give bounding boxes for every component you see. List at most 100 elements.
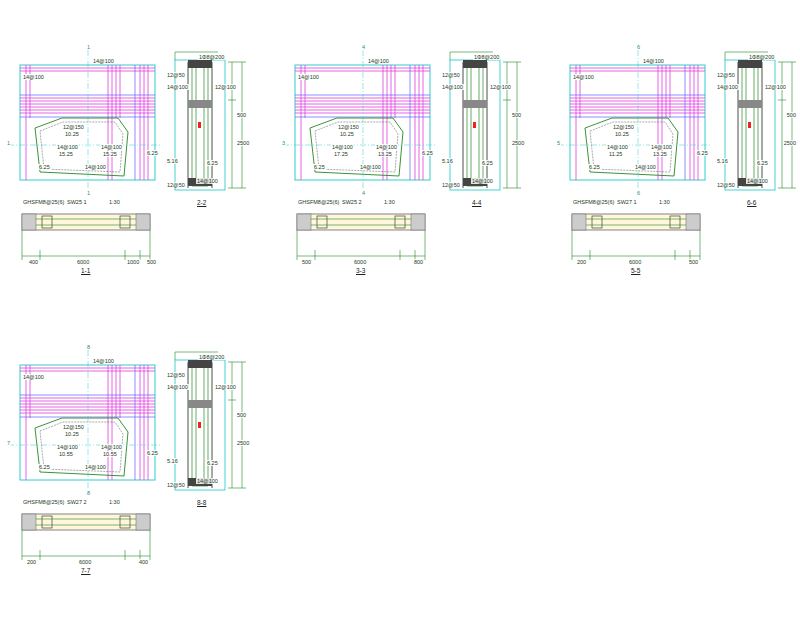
rebar-label: 5.16 bbox=[441, 158, 454, 164]
rebar-label: 14@100 bbox=[196, 478, 219, 484]
rebar-label: 6.25 bbox=[146, 450, 159, 456]
rebar-label: 14@100 bbox=[606, 144, 629, 150]
rebar-label: 17.25 bbox=[333, 151, 349, 157]
rebar-label: 14@100 bbox=[166, 84, 189, 90]
rebar-label: 14@100 bbox=[22, 74, 45, 80]
rebar-label: 14@100 bbox=[650, 144, 673, 150]
rebar-label: 12@50 bbox=[166, 72, 186, 78]
rebar-label: 12@100 bbox=[214, 384, 237, 390]
axis-mark: 6 bbox=[636, 190, 641, 196]
rebar-label: 1:30 bbox=[383, 199, 396, 205]
rebar-label: 12@50 bbox=[441, 182, 461, 188]
rebar-label: 14@100 bbox=[642, 58, 665, 64]
detail-panel bbox=[8, 350, 246, 560]
rebar-label: 14@100 bbox=[359, 164, 382, 170]
section-name: 2-2 bbox=[196, 200, 207, 206]
axis-mark: 1 bbox=[86, 44, 91, 50]
rebar-label: 5.16 bbox=[166, 458, 179, 464]
rebar-label: 200 bbox=[26, 559, 37, 565]
axis-mark: 4 bbox=[361, 44, 366, 50]
rebar-label: 13.25 bbox=[652, 151, 668, 157]
section-name: 1-1 bbox=[80, 268, 91, 274]
rebar-label: 2500 bbox=[783, 140, 797, 146]
rebar-label: 12@150 bbox=[612, 124, 635, 130]
rebar-label: GHSFM8@25(6) bbox=[572, 199, 615, 205]
rebar-label: 500 bbox=[236, 412, 247, 418]
rebar-label: 14@100 bbox=[84, 464, 107, 470]
rebar-label: 12@50 bbox=[166, 182, 186, 188]
rebar-label: 6000 bbox=[628, 259, 642, 265]
rebar-label: 6.25 bbox=[38, 164, 51, 170]
rebar-label: 14@100 bbox=[92, 358, 115, 364]
axis-mark: 8 bbox=[86, 490, 91, 496]
rebar-label: 12@50 bbox=[716, 72, 736, 78]
rebar-label: 14@100 bbox=[331, 144, 354, 150]
rebar-label: 1:30 bbox=[108, 499, 121, 505]
rebar-label: 12@50 bbox=[716, 182, 736, 188]
rebar-label: 14@100 bbox=[572, 74, 595, 80]
rebar-label: 500 bbox=[236, 112, 247, 118]
rebar-label: 10.55 bbox=[102, 451, 118, 457]
rebar-label: 6.25 bbox=[146, 150, 159, 156]
rebar-label: 1000 bbox=[126, 259, 140, 265]
rebar-label: 14@100 bbox=[297, 74, 320, 80]
axis-mark: 3 bbox=[281, 140, 286, 146]
rebar-label: 14@100 bbox=[100, 444, 123, 450]
rebar-label: 12@50 bbox=[441, 72, 461, 78]
rebar-label: 6.25 bbox=[756, 160, 769, 166]
rebar-label: 12@100 bbox=[764, 84, 787, 90]
rebar-label: 6000 bbox=[78, 559, 92, 565]
rebar-label: 6.25 bbox=[481, 160, 494, 166]
rebar-label: 14@100 bbox=[166, 384, 189, 390]
rebar-label: 2500 bbox=[511, 140, 525, 146]
rebar-label: 6.25 bbox=[313, 164, 326, 170]
rebar-label: 12@100 bbox=[214, 84, 237, 90]
rebar-label: 13.25 bbox=[377, 151, 393, 157]
rebar-label: 500 bbox=[786, 112, 797, 118]
rebar-label: 6.25 bbox=[696, 150, 709, 156]
rebar-label: 6.25 bbox=[588, 164, 601, 170]
rebar-label: 14@100 bbox=[634, 164, 657, 170]
section-name: 6-6 bbox=[746, 200, 757, 206]
rebar-label: SW25 1 bbox=[66, 199, 88, 205]
rebar-label: 14@100 bbox=[196, 178, 219, 184]
rebar-label: 500 bbox=[511, 112, 522, 118]
rebar-label: 14@100 bbox=[84, 164, 107, 170]
rebar-label: 10.25 bbox=[64, 131, 80, 137]
rebar-label: 5.16 bbox=[716, 158, 729, 164]
detail-panel bbox=[558, 50, 796, 260]
rebar-label: 5.16 bbox=[166, 158, 179, 164]
rebar-label: 6000 bbox=[353, 259, 367, 265]
rebar-label: 10.25 bbox=[339, 131, 355, 137]
rebar-label: 6.25 bbox=[206, 160, 219, 166]
axis-mark: 1 bbox=[86, 190, 91, 196]
section-name: 8-8 bbox=[196, 500, 207, 506]
rebar-label: 12@150 bbox=[337, 124, 360, 130]
rebar-label: 14@100 bbox=[22, 374, 45, 380]
rebar-label: 10.25 bbox=[614, 131, 630, 137]
rebar-label: 1Φ8@200 bbox=[748, 54, 775, 60]
rebar-label: 12@50 bbox=[166, 372, 186, 378]
rebar-label: 14@100 bbox=[100, 144, 123, 150]
rebar-label: 12@100 bbox=[489, 84, 512, 90]
rebar-label: 6000 bbox=[76, 259, 90, 265]
rebar-label: 10.55 bbox=[58, 451, 74, 457]
rebar-label: 2500 bbox=[236, 440, 250, 446]
rebar-label: GHSFM8@25(6) bbox=[297, 199, 340, 205]
rebar-label: 500 bbox=[301, 259, 312, 265]
axis-mark: 6 bbox=[636, 44, 641, 50]
rebar-label: 11.25 bbox=[608, 151, 623, 157]
rebar-label: 6.25 bbox=[38, 464, 51, 470]
rebar-label: 14@100 bbox=[367, 58, 390, 64]
axis-mark: 1 bbox=[6, 140, 11, 146]
rebar-label: 14@100 bbox=[56, 144, 79, 150]
axis-mark: 5 bbox=[556, 140, 561, 146]
rebar-label: 10.25 bbox=[64, 431, 80, 437]
rebar-label: 14@100 bbox=[746, 178, 769, 184]
rebar-label: 12@150 bbox=[62, 124, 85, 130]
section-name: 5-5 bbox=[630, 268, 641, 274]
rebar-label: 12@50 bbox=[166, 482, 186, 488]
rebar-label: 200 bbox=[576, 259, 587, 265]
